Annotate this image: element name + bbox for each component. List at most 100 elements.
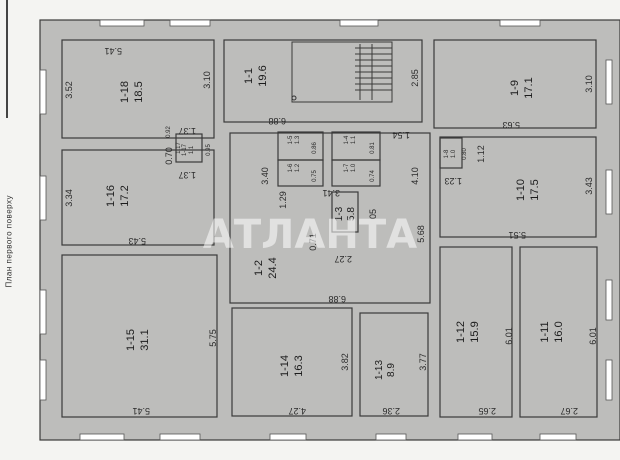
label-1-10-id: 1-10 <box>515 179 527 201</box>
label-1-11-area: 16.0 <box>553 321 565 342</box>
label-1-14-area: 16.3 <box>293 355 305 376</box>
label-1-17-id: 1-17 <box>182 143 188 156</box>
dim-3-10-a: 3.10 <box>202 71 212 89</box>
room-1-2 <box>229 132 431 304</box>
dim-2-36: 2.36 <box>382 406 400 416</box>
label-1-4-id: 1-4 <box>344 135 350 144</box>
label-1-8-id: 1-8 <box>444 149 450 158</box>
label-1-5-id: 1-5 <box>288 135 294 144</box>
dim-2-85: 2.85 <box>410 69 420 87</box>
room-1-7 <box>331 159 381 187</box>
label-1-9-id: 1-9 <box>509 80 521 96</box>
label-1-3-area: 5.8 <box>346 207 357 221</box>
label-1-16-area: 17.2 <box>119 185 131 206</box>
label-1-1-id: 1-1 <box>243 68 255 84</box>
label-1-17-area: 1.1 <box>189 145 195 154</box>
dim-0-95: 0.95 <box>206 144 212 156</box>
dim-3-34: 3.34 <box>64 189 74 207</box>
room-labels: 1-18 18.5 1-1 19.6 1-9 17.1 1-16 17.2 1-… <box>105 65 565 380</box>
dim-4-27: 4.27 <box>288 406 306 416</box>
watermark: АТЛАНТА <box>203 212 417 258</box>
room-1-6 <box>277 159 324 187</box>
dim-2-27: 2.27 <box>334 254 352 264</box>
dim-1-12: 1.12 <box>476 145 486 163</box>
dim-6-88-top: 6.88 <box>268 116 286 126</box>
dim-0-80: 0.80 <box>462 148 468 160</box>
room-1-9 <box>433 39 597 129</box>
dimension-labels: 5.41 3.52 3.10 2.85 3.10 6.88 5.63 1.37 … <box>64 46 598 416</box>
label-1-13-id: 1-13 <box>374 360 385 380</box>
label-1-18-id: 1-18 <box>119 81 131 103</box>
dim-3-52: 3.52 <box>64 81 74 99</box>
label-1-6-area: 1.2 <box>295 163 301 172</box>
dim-0-70: 0.70 <box>164 147 174 165</box>
dim-1-29: 1.29 <box>278 191 288 209</box>
dim-0-81: 0.81 <box>370 142 376 154</box>
room-1-3 <box>331 191 359 233</box>
room-1-16 <box>61 149 215 246</box>
room-1-18 <box>61 39 215 139</box>
label-1-18-area: 18.5 <box>133 81 145 102</box>
label-1-13-area: 8.9 <box>386 363 397 377</box>
dim-5-41-top: 5.41 <box>104 46 122 56</box>
dim-2-67: 2.67 <box>560 406 578 416</box>
dim-5-41-bottom: 5.41 <box>132 406 150 416</box>
dim-1-23: 1.23 <box>444 176 462 186</box>
dim-6-88-mid: 6.88 <box>328 294 346 304</box>
dim-1-54: 1.54 <box>392 130 410 140</box>
dim-0-92: 0.92 <box>166 126 172 138</box>
label-1-6-id: 1-6 <box>288 163 294 172</box>
label-1-10-area: 17.5 <box>529 179 541 200</box>
label-1-8-area: 1.0 <box>451 149 457 158</box>
room-1-14 <box>231 307 353 417</box>
windows <box>39 19 613 441</box>
dim-5-43: 5.43 <box>128 236 146 246</box>
outer-wall-outline <box>39 19 620 441</box>
dim-1-37-b: 1.37 <box>178 170 196 180</box>
label-1-7-id: 1-7 <box>344 163 350 172</box>
label-1-1-area: 19.6 <box>257 65 269 86</box>
dim-6-01-b: 6.01 <box>588 327 598 345</box>
label-1-15-id: 1-15 <box>125 329 137 351</box>
label-1-16-id: 1-16 <box>105 185 117 207</box>
dim-5-75: 5.75 <box>208 329 218 347</box>
dim-5-63: 5.63 <box>502 120 520 130</box>
dim-0-74: 0.74 <box>370 170 376 182</box>
dim-3-40: 3.40 <box>260 167 270 185</box>
room-1-11 <box>519 246 598 418</box>
label-1-4-area: 1.1 <box>351 135 357 144</box>
dim-0-71: 0.71 <box>308 233 318 251</box>
label-1-14-id: 1-14 <box>279 355 291 377</box>
room-1-13 <box>359 312 429 417</box>
room-1-10 <box>439 136 597 238</box>
dim-1-17: 1.17 <box>176 142 182 154</box>
dim-5-51: 5.51 <box>508 230 526 240</box>
dim-2-65: 2.65 <box>478 406 496 416</box>
label-1-15-area: 31.1 <box>139 329 151 350</box>
dim-3-77: 3.77 <box>418 353 428 371</box>
dim-0-5: 05 <box>368 209 378 219</box>
dim-5-68: 5.68 <box>416 225 426 243</box>
label-1-2-area: 24.4 <box>267 257 279 278</box>
room-1-12 <box>439 246 513 418</box>
dim-6-01-a: 6.01 <box>504 327 514 345</box>
dim-3-41: 3.41 <box>322 188 340 198</box>
room-1-15 <box>61 254 218 418</box>
room-1-8 <box>439 137 463 169</box>
staircase <box>291 41 393 103</box>
outer-wall <box>40 20 620 440</box>
dim-0-75: 0.75 <box>312 170 318 182</box>
dim-4-10: 4.10 <box>410 167 420 185</box>
room-1-1 <box>223 39 423 123</box>
label-1-9-area: 17.1 <box>523 77 535 98</box>
label-1-2-id: 1-2 <box>253 260 265 276</box>
label-1-12-id: 1-12 <box>455 321 467 343</box>
rooms <box>61 39 598 418</box>
margin-mark <box>0 0 8 118</box>
label-1-11-id: 1-11 <box>539 321 551 342</box>
label-1-7-area: 1.0 <box>351 163 357 172</box>
label-1-12-area: 15.9 <box>469 321 481 342</box>
dim-3-82: 3.82 <box>340 353 350 371</box>
dim-1-37-a: 1.37 <box>178 126 196 136</box>
